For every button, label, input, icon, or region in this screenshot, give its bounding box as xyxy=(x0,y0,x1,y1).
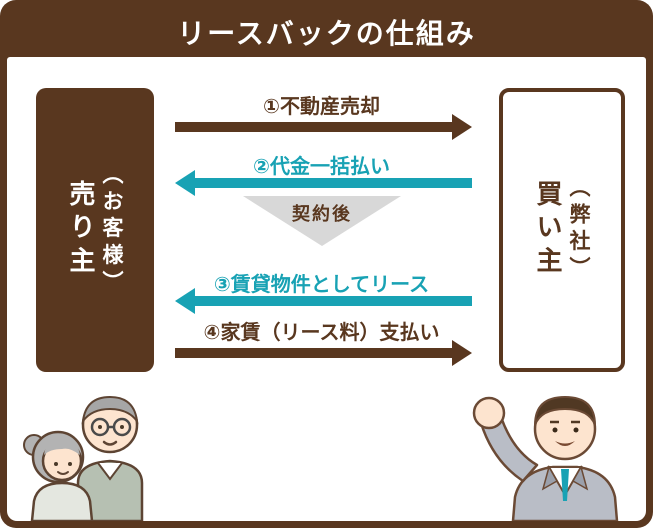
arrow-head-icon xyxy=(452,114,472,140)
arrow-shaft xyxy=(175,348,452,358)
arrow-head-icon xyxy=(175,170,195,196)
seller-box: 売り主 （お客様） xyxy=(36,88,154,372)
buyer-note-label: （弊社） xyxy=(567,176,590,284)
elderly-couple-illustration xyxy=(23,395,144,521)
seller-note-label: （お客様） xyxy=(100,162,123,298)
flow-2-arrow-left-icon xyxy=(175,170,472,196)
contract-divider-label: 契約後 xyxy=(292,204,352,224)
arrow-shaft xyxy=(195,296,472,306)
flow-3-arrow-left-icon xyxy=(175,288,472,314)
flow-1-label: ①不動産売却 xyxy=(263,96,380,118)
businessman-illustration xyxy=(472,395,619,521)
flow-4-label: ④家賃（リース料）支払い xyxy=(203,322,440,344)
flow-3-label: ③賃貸物件としてリース xyxy=(213,274,430,296)
flow-4-arrow-right-icon xyxy=(175,340,472,366)
buyer-role-label: 買い主 xyxy=(533,180,563,280)
seller-role-label: 売り主 xyxy=(66,180,96,280)
arrow-head-icon xyxy=(452,340,472,366)
arrow-head-icon xyxy=(175,288,195,314)
arrow-shaft xyxy=(175,122,452,132)
arrow-shaft xyxy=(195,178,472,188)
flow-2-label: ②代金一括払い xyxy=(253,156,390,178)
page-title: リースバックの仕組み xyxy=(177,18,476,49)
flow-1-arrow-right-icon xyxy=(175,114,472,140)
buyer-box: 買い主 （弊社） xyxy=(499,88,625,372)
